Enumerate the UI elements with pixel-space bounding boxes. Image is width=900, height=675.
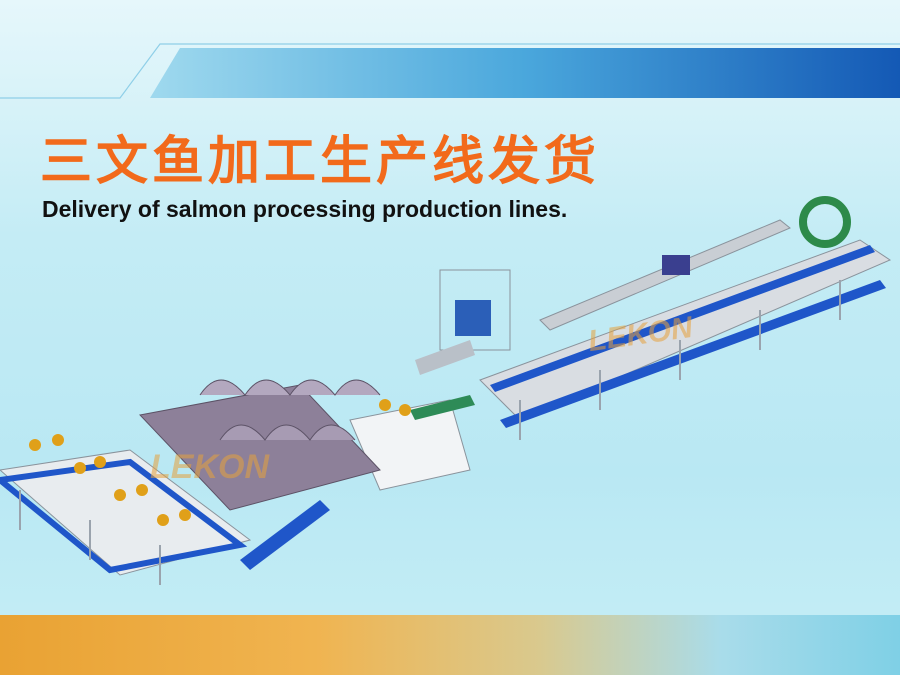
right-conveyor-line xyxy=(479,196,892,440)
top-header-band xyxy=(0,43,900,99)
production-line-illustration xyxy=(0,196,892,585)
left-filleting-workstations xyxy=(0,434,252,585)
page-title-english: Delivery of salmon processing production… xyxy=(42,196,568,222)
middle-sorting-platform xyxy=(349,395,475,491)
page-title-chinese: 三文鱼加工生产线发货 xyxy=(40,132,601,192)
robot-cell xyxy=(415,269,511,375)
bottom-footer-band xyxy=(0,615,900,675)
lekon-watermark-left: LEKON xyxy=(150,448,269,486)
spiral-processing-tank xyxy=(139,379,381,570)
